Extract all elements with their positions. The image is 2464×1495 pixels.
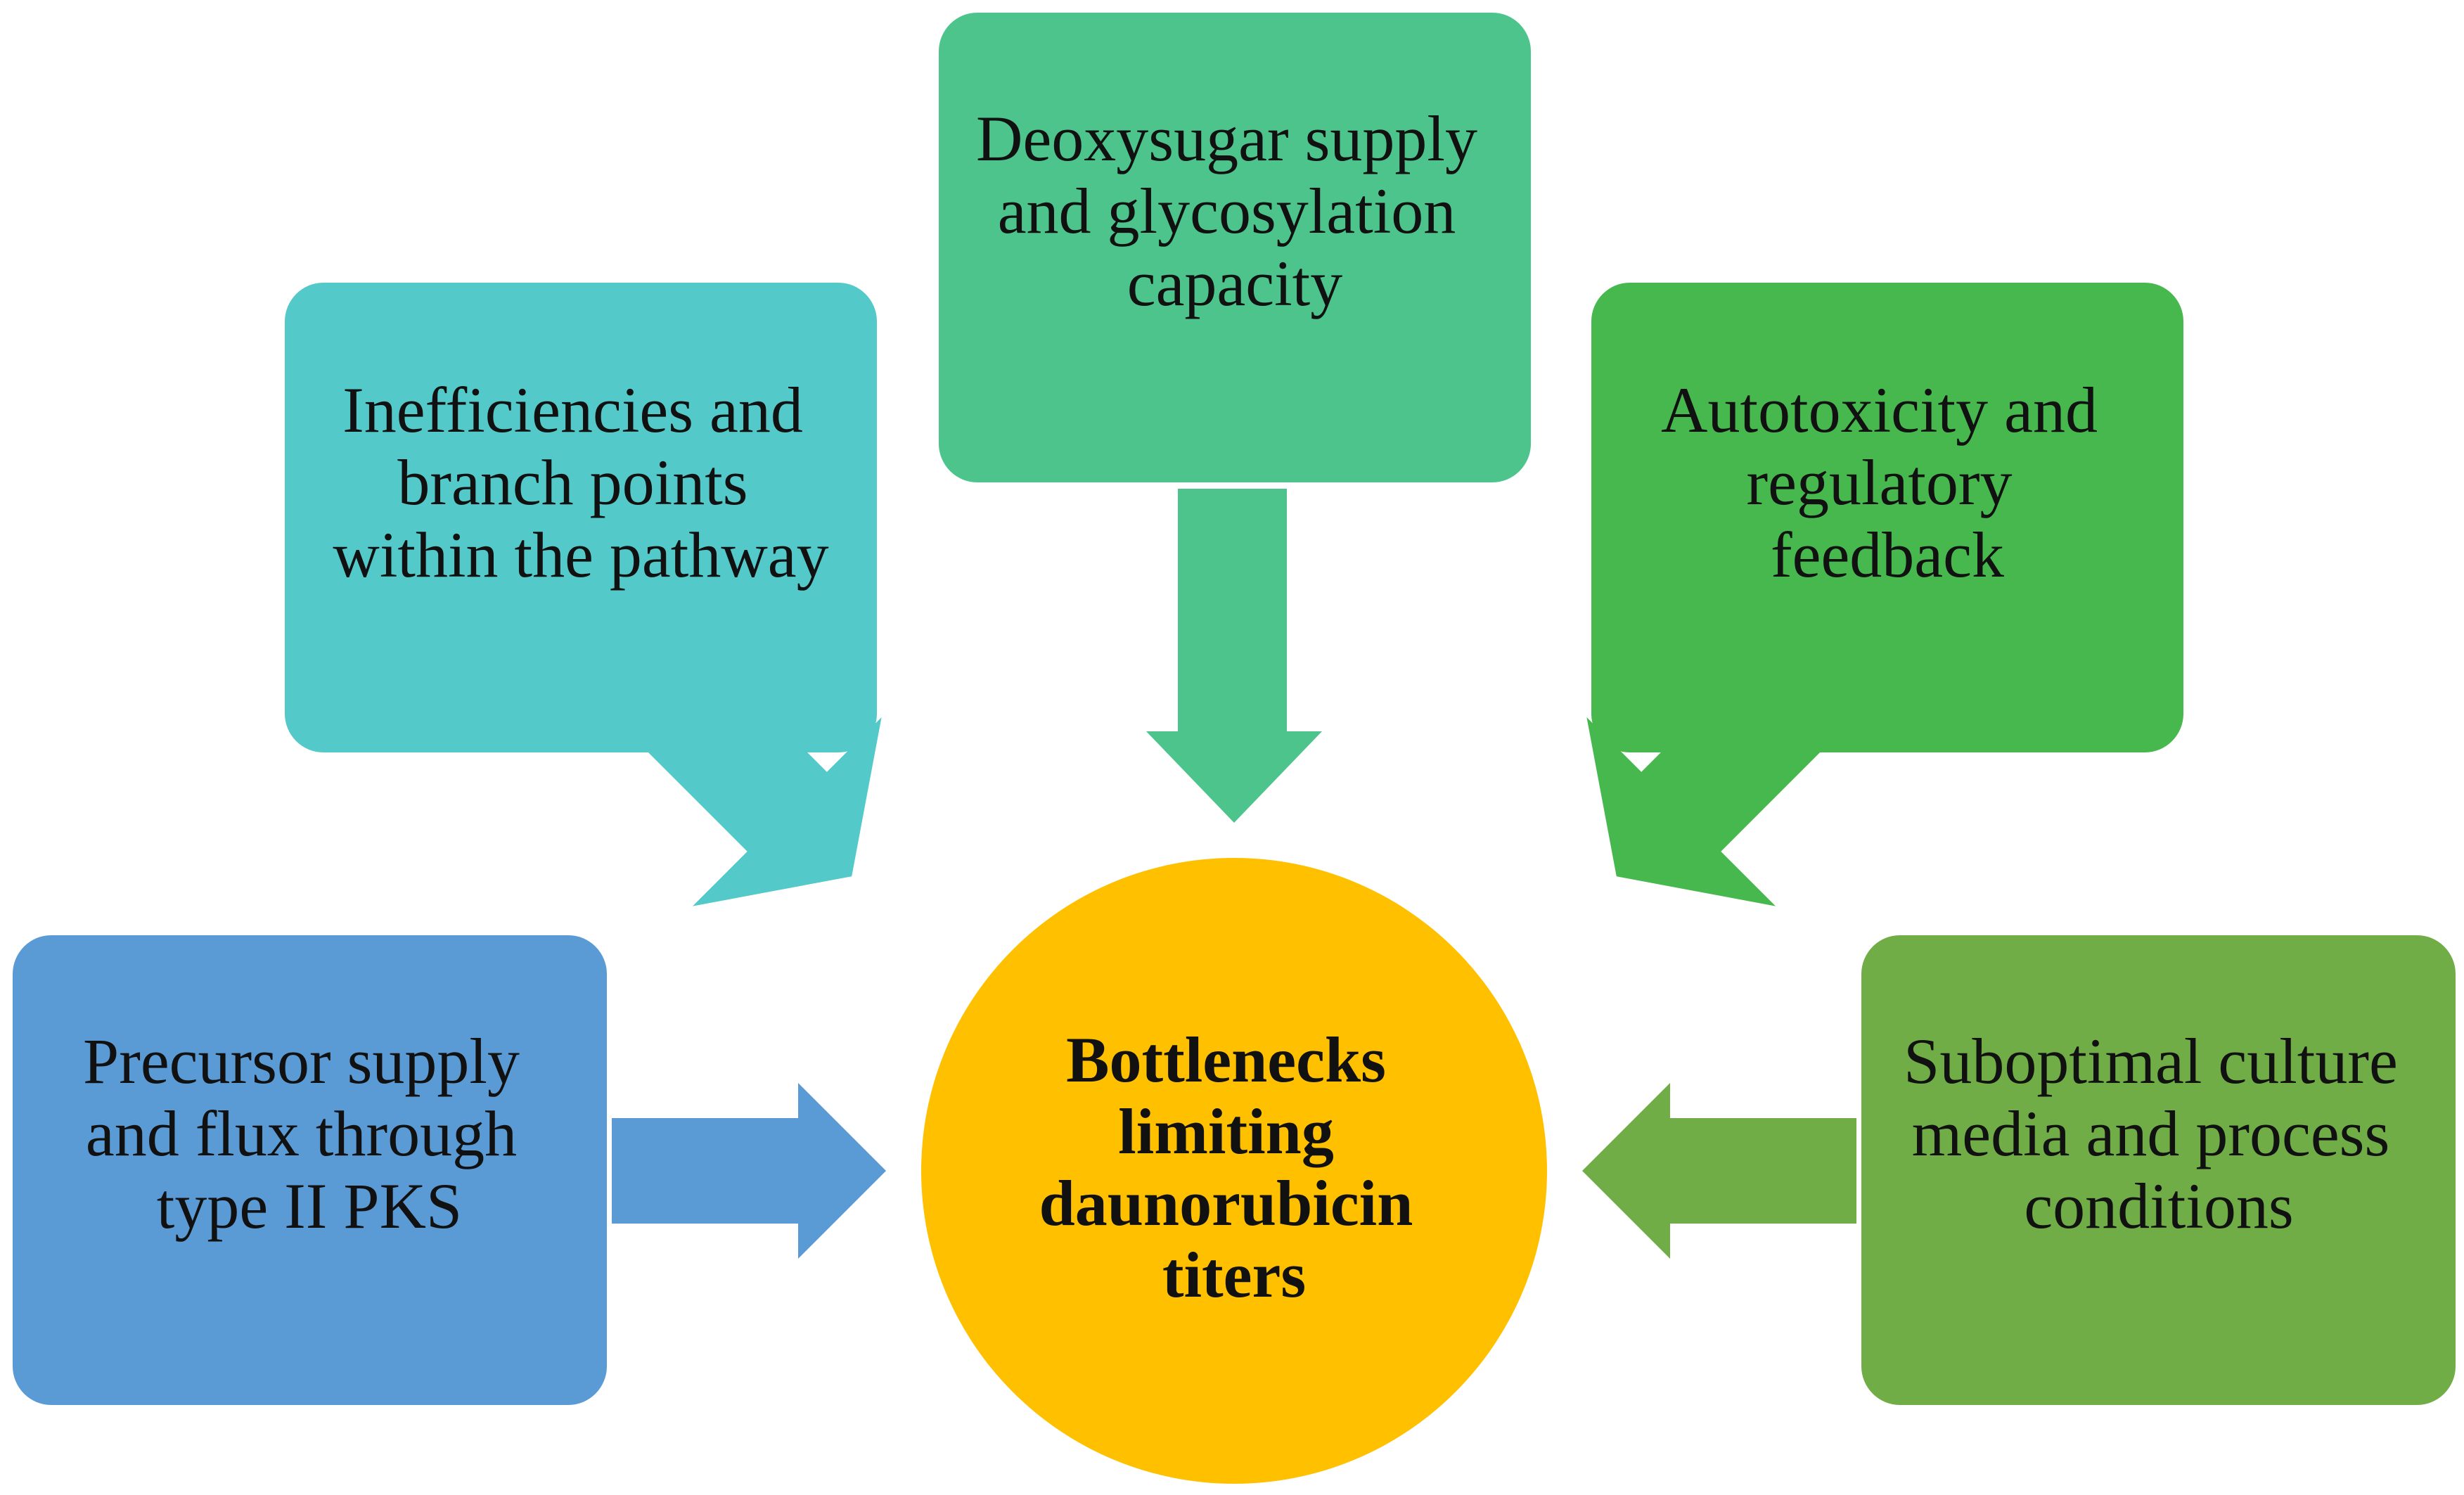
node-label: Autotoxicity and regulatory feedback <box>1661 374 2114 591</box>
node-precursor-supply: Precursor supply and flux through type I… <box>13 935 607 1405</box>
node-culture-media: Suboptimal culture media and process con… <box>1861 935 2456 1405</box>
node-autotoxicity: Autotoxicity and regulatory feedback <box>1591 283 2183 752</box>
arrow-culture-media <box>1582 1083 1856 1259</box>
center-label: Bottlenecks limiting daunorubicin titers <box>1039 1024 1430 1311</box>
node-label: Deoxysugar supply and glycosylation capa… <box>976 103 1494 319</box>
node-label: Precursor supply and flux through type I… <box>83 1025 536 1242</box>
node-box <box>939 13 1531 482</box>
arrow-deoxysugar <box>1146 489 1322 823</box>
node-box <box>1861 935 2456 1405</box>
node-inefficiencies: Inefficiencies and branch points within … <box>285 283 877 752</box>
node-box <box>1591 283 2183 752</box>
center-node: Bottlenecks limiting daunorubicin titers <box>921 858 1547 1484</box>
node-box <box>285 283 877 752</box>
arrow-precursor <box>612 1083 886 1259</box>
center-circle <box>921 858 1547 1484</box>
node-deoxysugar: Deoxysugar supply and glycosylation capa… <box>939 13 1531 482</box>
node-label: Inefficiencies and branch points within … <box>333 374 828 591</box>
node-label: Suboptimal culture media and process con… <box>1904 1025 2414 1242</box>
node-box <box>13 935 607 1405</box>
